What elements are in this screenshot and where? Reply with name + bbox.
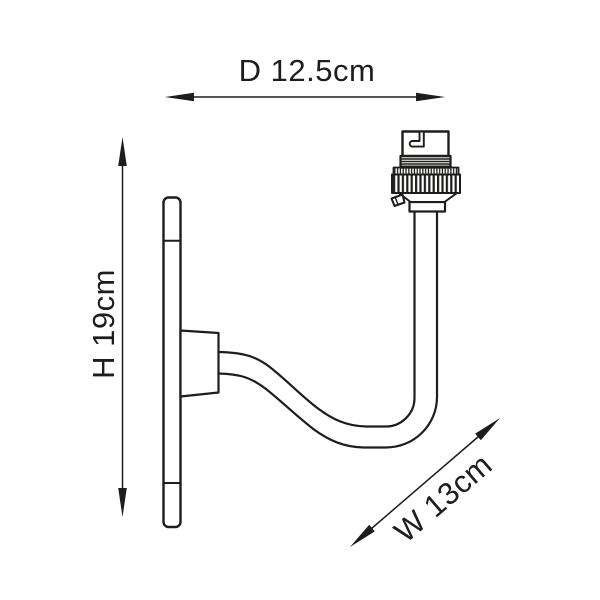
arm-lower-contour [217, 209, 439, 449]
socket-neck [408, 200, 447, 213]
depth-arrowhead-right-icon [416, 92, 445, 102]
socket-threaded-section [399, 154, 452, 169]
wall-light-fixture [162, 130, 461, 529]
depth-arrowhead-left-icon [165, 92, 194, 102]
socket-side-lug [390, 193, 406, 207]
wall-plate [162, 196, 182, 529]
mounting-block [179, 329, 220, 398]
height-dimension-label: H 19cm [86, 269, 121, 379]
width-arrowhead-lower-icon [350, 524, 375, 547]
bayonet-slot-icon [408, 131, 425, 148]
arm-upper-contour [217, 209, 416, 428]
dimension-height: H 19cm [86, 137, 127, 517]
curved-arm [217, 209, 439, 449]
dimension-depth: D 12.5cm [165, 53, 445, 102]
width-arrowhead-upper-icon [475, 418, 500, 441]
socket-knurled-ring [391, 173, 461, 194]
height-arrowhead-bottom-icon [118, 488, 127, 517]
height-arrowhead-top-icon [118, 137, 127, 166]
width-dimension-line [371, 435, 479, 530]
depth-dimension-label: D 12.5cm [239, 53, 376, 88]
bulb-holder [390, 130, 461, 213]
